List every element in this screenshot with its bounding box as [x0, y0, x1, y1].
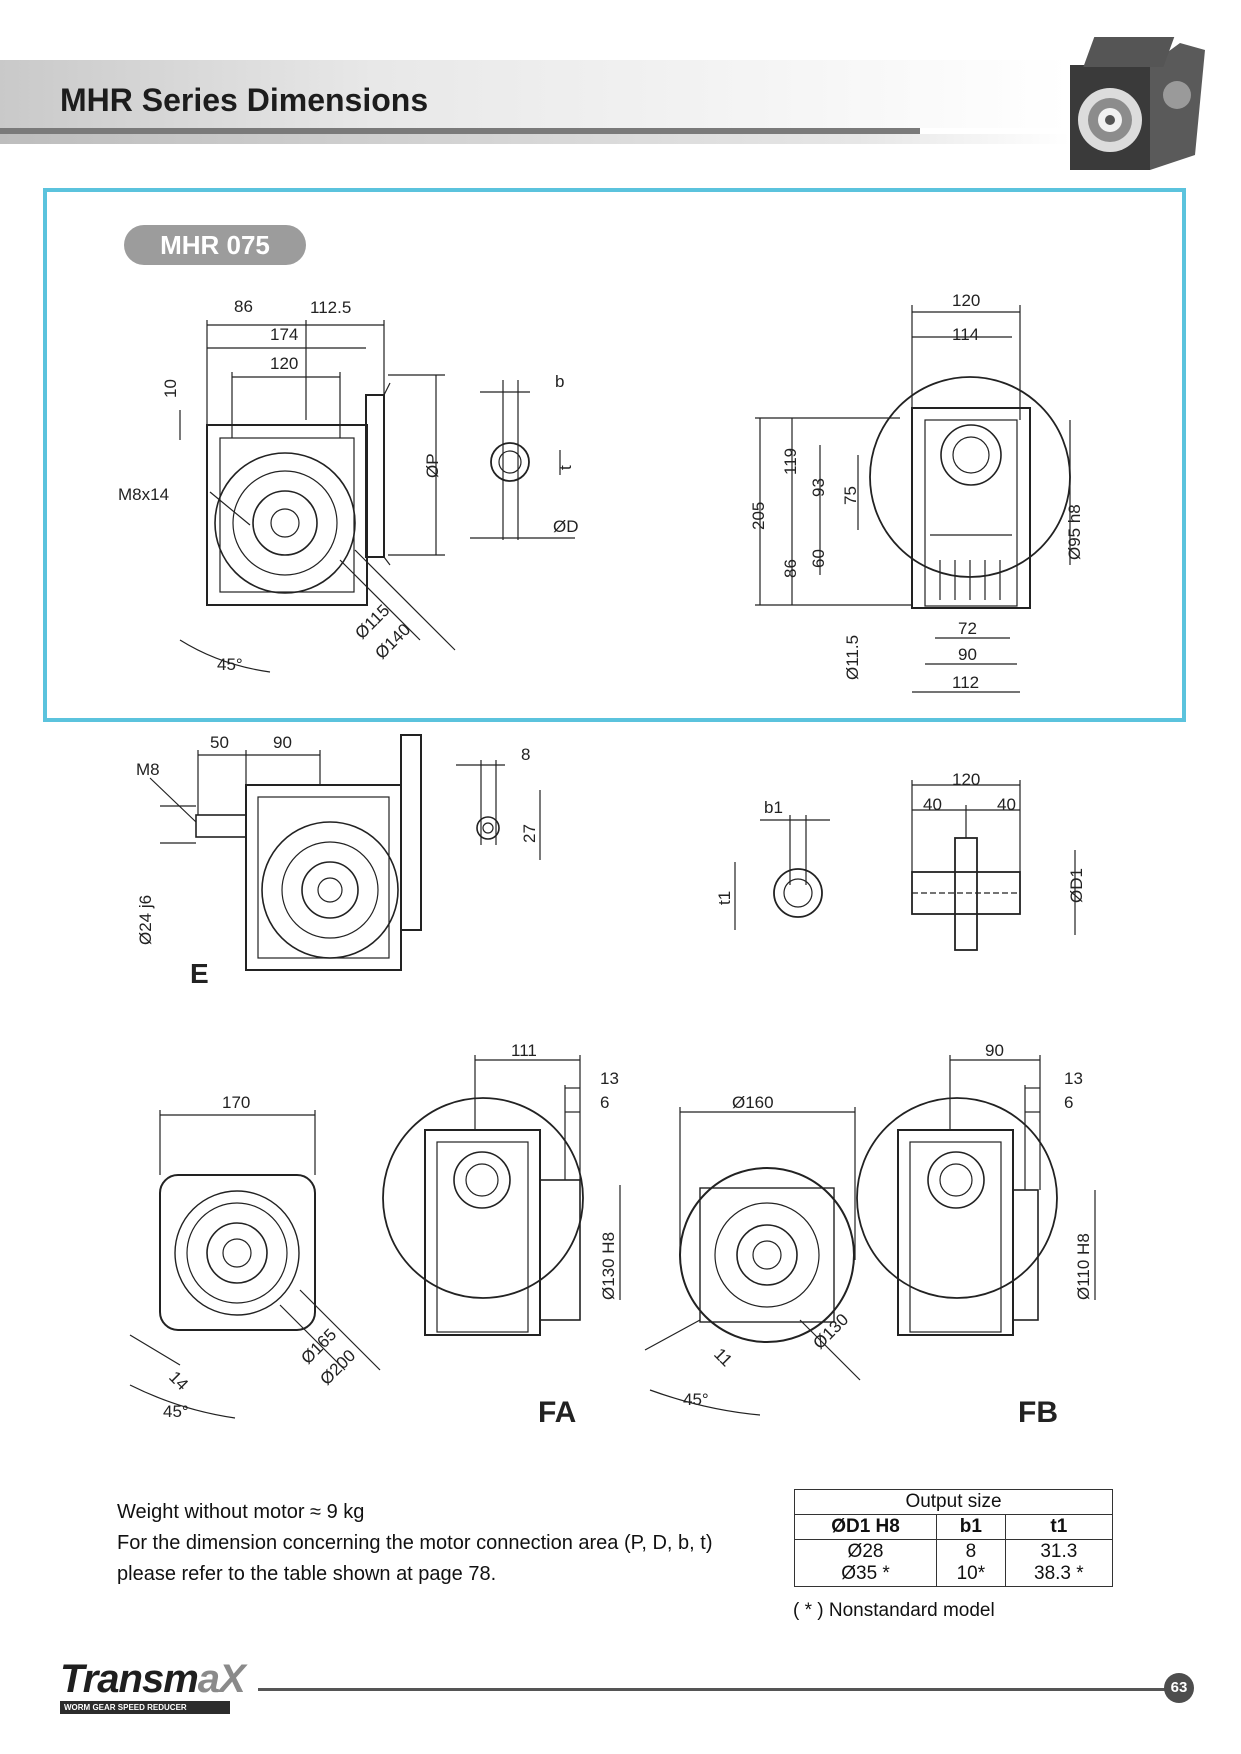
dim-label: ØP — [423, 453, 442, 478]
view-fa-drawing — [129, 1055, 621, 1419]
gearbox-hero-image — [1070, 37, 1205, 170]
dim-label: 72 — [958, 619, 977, 638]
dim-label: 174 — [270, 325, 298, 344]
dim-label: Ø11.5 — [843, 635, 862, 680]
notes-block: Weight without motor ≈ 9 kg For the dime… — [117, 1497, 713, 1590]
dim-label: 111 — [511, 1041, 537, 1060]
dim-label: 6 — [600, 1093, 609, 1112]
front-view-drawing — [179, 320, 456, 673]
dim-label: 112 — [952, 673, 979, 692]
dim-label: 93 — [809, 478, 828, 497]
dim-label: ØD — [553, 517, 579, 536]
view-fb-label: FB — [1018, 1396, 1058, 1429]
header-rule — [0, 128, 920, 134]
dim-label: 86 — [781, 559, 800, 578]
cell-value: 38.3 * — [1034, 1563, 1084, 1584]
motor-note-cont: please refer to the table shown at page … — [117, 1563, 497, 1585]
dim-label: Ø160 — [732, 1093, 774, 1112]
cell-value: Ø35 * — [841, 1563, 890, 1584]
dim-label: 13 — [600, 1069, 619, 1088]
dim-label: 45° — [163, 1402, 189, 1421]
dim-label: 205 — [749, 502, 768, 530]
cell-value: 10* — [956, 1563, 986, 1584]
model-badge: MHR 075 — [124, 225, 306, 265]
dim-label: 170 — [222, 1093, 250, 1112]
dim-label: M8x14 — [118, 485, 169, 504]
dim-label: 90 — [273, 733, 292, 752]
dim-label: 50 — [210, 733, 229, 752]
dim-label: 6 — [1064, 1093, 1073, 1112]
dim-label: Ø130 — [809, 1310, 852, 1353]
dim-label: 114 — [952, 325, 979, 344]
dim-label: 75 — [841, 486, 860, 505]
brand-logo: TransmaX — [60, 1657, 246, 1702]
side-view-drawing — [755, 305, 1071, 693]
dim-label: 10 — [161, 379, 180, 398]
dim-label: 120 — [270, 354, 298, 373]
dim-label: 11 — [710, 1344, 736, 1370]
header-bar — [0, 60, 1070, 128]
dim-label: b — [555, 372, 564, 391]
dim-label: 60 — [809, 549, 828, 568]
dim-label: 40 — [997, 795, 1016, 814]
dim-label: 86 — [234, 297, 253, 316]
output-shaft-drawing — [734, 780, 1076, 951]
dim-label: 13 — [1064, 1069, 1083, 1088]
page-title: MHR Series Dimensions — [60, 82, 429, 118]
table-header: ØD1 H8 — [793, 1514, 938, 1540]
dim-label: Ø130 H8 — [599, 1232, 618, 1300]
header-rule-shadow — [0, 134, 1070, 144]
dim-label: 40 — [923, 795, 942, 814]
table-header: t1 — [1004, 1514, 1114, 1540]
weight-note: Weight without motor ≈ 9 kg — [117, 1501, 365, 1523]
dim-label: b1 — [764, 798, 783, 817]
dim-label: 90 — [985, 1041, 1004, 1060]
dim-label: 90 — [958, 645, 977, 664]
dim-label: t1 — [715, 891, 734, 905]
dim-label: 120 — [952, 770, 980, 789]
brand-x-mark: aX — [197, 1657, 246, 1701]
dim-label: 14 — [165, 1367, 192, 1394]
dim-label: 112.5 — [310, 298, 351, 317]
cell-value: Ø28 — [847, 1541, 884, 1562]
nonstandard-note: ( * ) Nonstandard model — [793, 1600, 995, 1621]
cell-value: 8 — [965, 1541, 977, 1562]
dim-label: ØD1 — [1067, 868, 1086, 903]
dim-label: t — [556, 465, 575, 470]
motor-note: For the dimension concerning the motor c… — [117, 1532, 713, 1554]
view-e-label: E — [190, 958, 209, 989]
brand-tagline: WORM GEAR SPEED REDUCER — [60, 1701, 230, 1714]
dim-label: 27 — [520, 824, 539, 843]
dim-label: 45° — [683, 1390, 709, 1409]
table-header: b1 — [936, 1514, 1006, 1540]
dim-label: 8 — [521, 745, 530, 764]
brand-name: Transm — [60, 1657, 199, 1701]
model-frame — [43, 188, 1186, 722]
page-number: 63 — [1164, 1673, 1194, 1703]
footer-rule — [258, 1688, 1168, 1691]
dim-label: 119 — [781, 448, 800, 475]
shaft-section-drawing — [470, 380, 575, 540]
table-title: Output size — [794, 1489, 1113, 1515]
dim-label: 120 — [952, 291, 980, 310]
dim-label: Ø95 h8 — [1065, 504, 1084, 560]
view-e-drawing — [149, 734, 541, 971]
dim-label: Ø110 H8 — [1074, 1233, 1093, 1300]
dim-label: 45° — [217, 655, 243, 674]
view-fb-drawing — [644, 1055, 1096, 1416]
dim-label: M8 — [136, 760, 160, 779]
dim-label: Ø24 j6 — [136, 895, 155, 945]
view-fa-label: FA — [538, 1396, 576, 1429]
cell-value: 31.3 — [1040, 1541, 1078, 1562]
